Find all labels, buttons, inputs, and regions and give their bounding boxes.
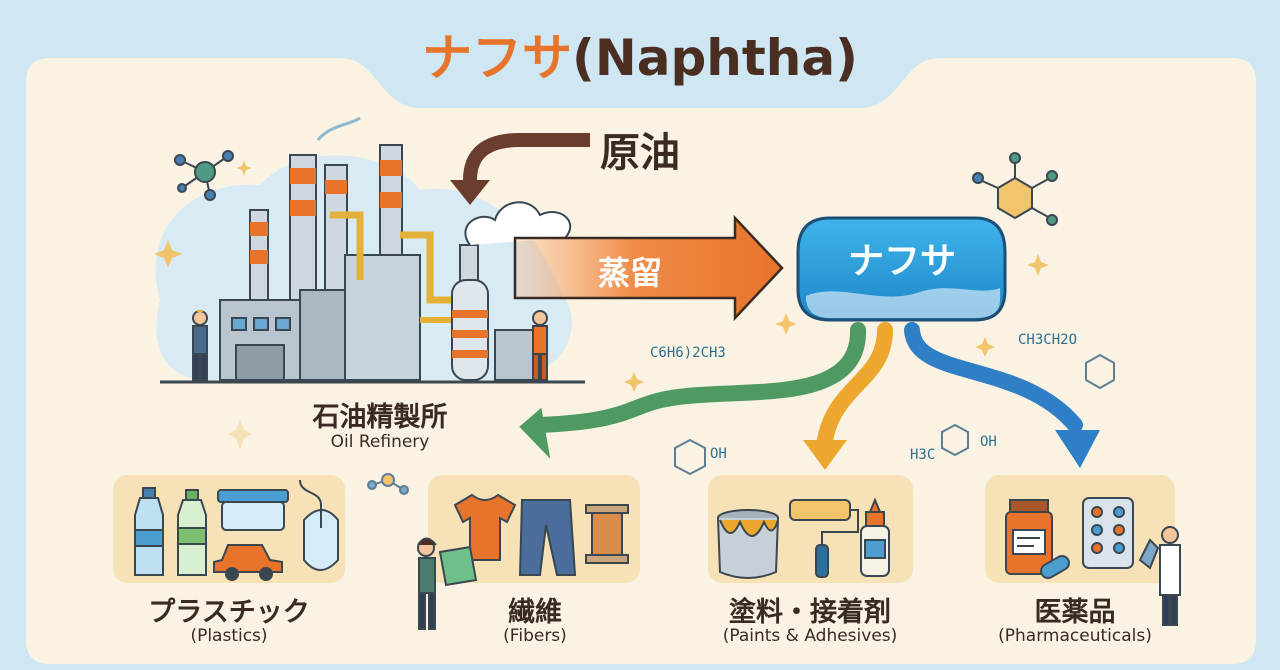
product-label-paints-jp: 塗料・接着剤 (729, 597, 891, 628)
pill-blister-icon (1082, 497, 1134, 569)
product-label-pharma-en: (Pharmaceuticals) (998, 626, 1152, 646)
naphtha-label: ナフサ (847, 241, 956, 282)
formula-hydroxyl-left: OH (710, 446, 727, 462)
paint-bucket-icon (717, 509, 779, 579)
green-arrowhead (519, 407, 551, 459)
product-label-fibers-en: (Fibers) (503, 626, 567, 646)
yellow-flow-arrow (817, 322, 893, 448)
title-japanese: ナフサ (422, 29, 573, 87)
yellow-arrowhead (803, 440, 847, 470)
naphtha-blob (796, 216, 1007, 322)
glue-bottle-icon (860, 497, 890, 577)
plastic-bottle-icon (134, 487, 164, 576)
molecule-decoration-small (367, 353, 1115, 495)
product-label-fibers-jp: 繊維 (508, 597, 562, 628)
crude-oil-arrowhead (450, 180, 490, 205)
formula-methyl: H3C (910, 447, 936, 463)
food-container-icon (217, 489, 289, 531)
toy-car-icon (213, 544, 283, 581)
green-bottle-icon (177, 489, 207, 576)
tshirt-icon (453, 493, 517, 561)
formula-hydroxyl-right: OH (980, 434, 997, 450)
jeans-icon (518, 499, 577, 576)
refinery-label-en: Oil Refinery (330, 432, 430, 452)
molecule-decoration-left (174, 150, 234, 201)
scientist-icon (1138, 526, 1181, 626)
thread-spool-icon (585, 504, 629, 564)
crude-oil-arrow (463, 133, 590, 188)
distillation-label: 蒸留 (598, 254, 663, 292)
blue-flow-arrow (904, 322, 1083, 433)
refinery-label-jp: 石油精製所 (312, 402, 448, 433)
refinery-illustration (160, 116, 585, 384)
formula-ethanol: CH3CH2O (1018, 332, 1078, 348)
capsule-icon (1040, 555, 1070, 579)
molecule-decoration-right (972, 152, 1058, 226)
formula-benzene-methyl: C6H6)2CH3 (650, 345, 726, 361)
distillation-arrow (513, 214, 784, 322)
title-english: (Naphtha) (572, 29, 858, 87)
computer-mouse-icon (299, 479, 339, 571)
blue-arrowhead (1055, 430, 1100, 468)
page-title: ナフサ(Naphtha) (0, 18, 1280, 90)
green-flow-arrow (532, 322, 867, 433)
product-label-pharma-jp: 医薬品 (1034, 597, 1116, 628)
worker-with-fabric-icon (417, 537, 478, 630)
product-label-plastics-en: (Plastics) (190, 626, 268, 646)
sparkle-icons (154, 160, 1049, 450)
product-label-paints-en: (Paints & Adhesives) (722, 626, 898, 646)
medicine-bottle-icon (1005, 499, 1053, 575)
paint-roller-icon (789, 499, 859, 578)
product-label-plastics-jp: プラスチック (148, 597, 310, 628)
crude-oil-label: 原油 (600, 130, 680, 176)
